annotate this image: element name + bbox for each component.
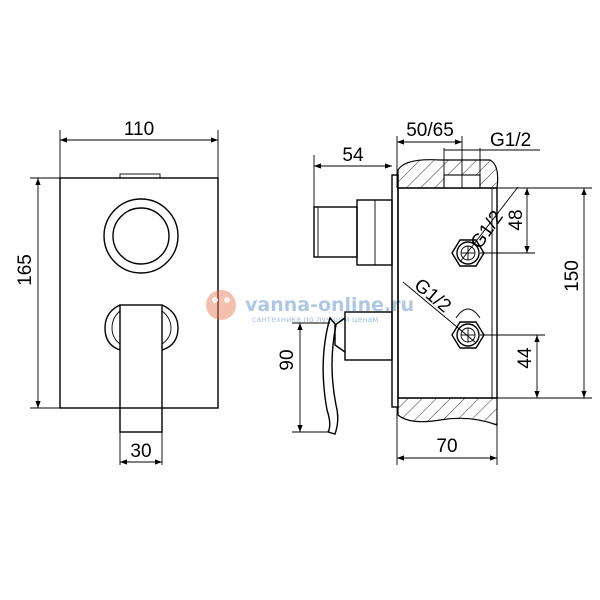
dim-box-depth-range: 50/65	[406, 120, 454, 141]
dim-front-width: 110	[124, 119, 154, 140]
watermark-site: vanna-online.ru	[245, 294, 414, 316]
diverter-knob-inner	[112, 207, 170, 265]
frog-logo-icon	[206, 290, 236, 320]
cover-plate-side	[391, 174, 399, 408]
dim-upper-thread: G1/2	[467, 207, 508, 253]
dim-lower-thread: G1/2	[410, 275, 455, 318]
side-view: 54 50/65 G1/2 G1/2 G1/2 48 150 44 90 70	[277, 120, 592, 465]
dim-front-height: 165	[15, 254, 36, 286]
lever-body-side	[344, 311, 393, 361]
diverter-knob-outer	[103, 198, 179, 274]
dim-lower-offset: 44	[515, 347, 536, 369]
dim-box-depth: 70	[436, 436, 457, 457]
watermark-tagline: сантехника по лучшим ценам	[252, 315, 378, 324]
lever-base	[104, 304, 179, 351]
lever-handle-side	[322, 316, 339, 435]
upper-outlet-nut	[451, 239, 485, 267]
front-plate	[59, 177, 219, 409]
dim-box-height: 150	[562, 260, 583, 292]
dim-upper-offset: 48	[506, 209, 527, 230]
wall-section-bottom	[397, 397, 498, 426]
cartridge-collar	[356, 199, 393, 266]
dim-lever-height: 90	[277, 349, 298, 370]
lower-outlet-nut	[451, 321, 485, 349]
dim-inlet-thread: G1/2	[490, 130, 531, 151]
front-view: 110 165 30	[15, 119, 219, 465]
diverter-knob-side	[313, 206, 358, 258]
lever-handle	[119, 304, 163, 433]
dim-lever-width: 30	[130, 441, 151, 462]
top-slot	[119, 173, 161, 179]
dim-cartridge-depth: 54	[342, 145, 364, 166]
watermark: vanna-online.ru сантехника по лучшим цен…	[206, 290, 414, 324]
